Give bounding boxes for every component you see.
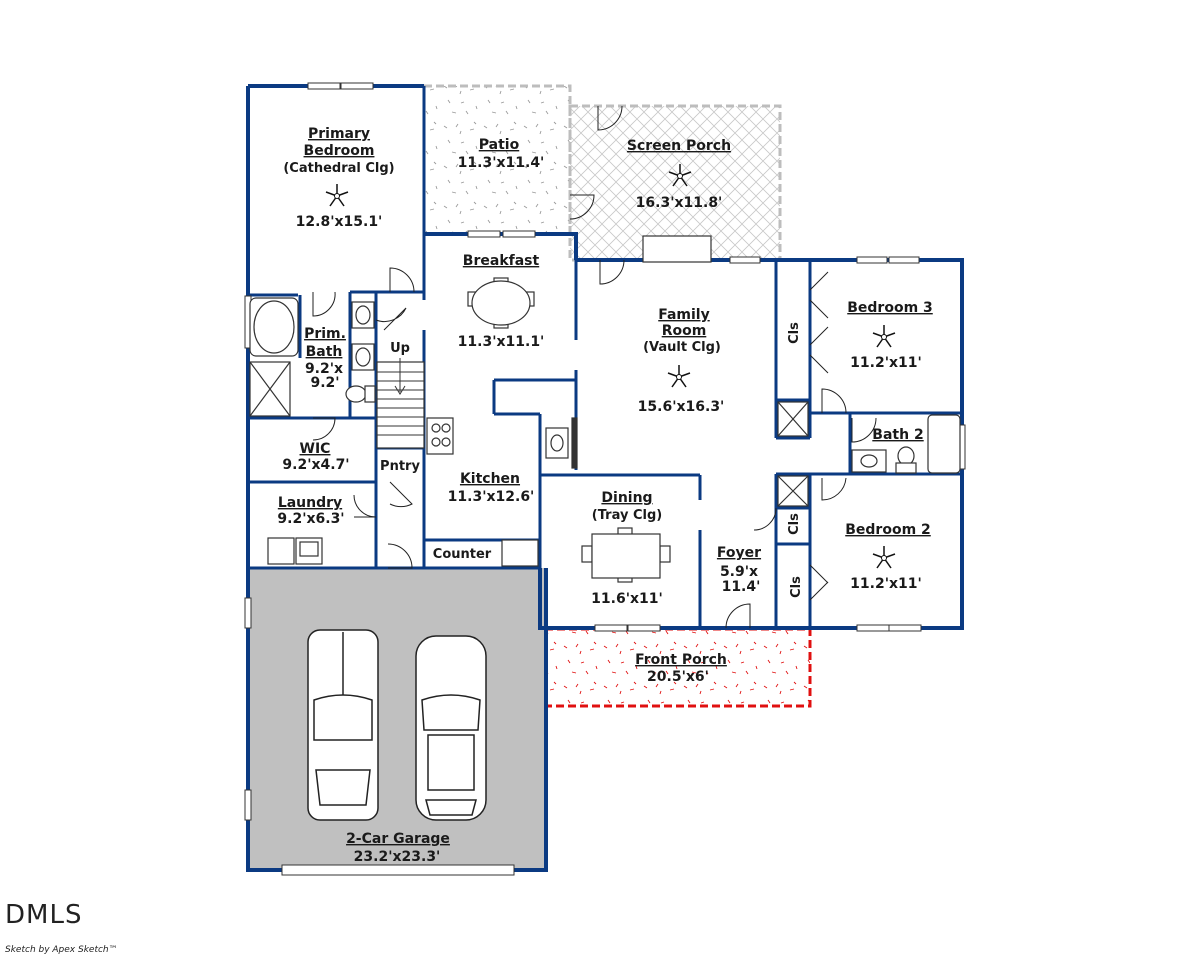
family-room-dim: 15.6'x16.3' [638,399,725,415]
garage-dim: 23.2'x23.3' [354,849,441,865]
dining-name: Dining [601,490,652,506]
fireplace [642,235,712,263]
laundry-name: Laundry [278,495,342,511]
breakfast-table [467,277,535,329]
foyer-dim1: 5.9'x [720,564,758,580]
stairs-label: Up [390,341,410,356]
windows [244,82,966,876]
primary-bedroom-dim: 12.8'x15.1' [296,214,383,230]
wic-dim: 9.2'x4.7' [282,457,349,473]
toilet-bath2 [897,446,915,466]
patio-dim: 11.3'x11.4' [458,155,545,171]
laundry-dim: 9.2'x6.3' [277,511,344,527]
screen-porch-name: Screen Porch [627,138,731,154]
washer [267,537,295,565]
prim-bath-dim2: 9.2' [310,375,339,391]
pantry-name: Pntry [380,459,420,474]
foyer-dim2: 11.4' [722,579,761,595]
primary-bedroom-name1: Primary [308,126,370,142]
prim-bath-name2: Bath [306,344,343,360]
front-porch-dim: 20.5'x6' [647,669,709,685]
kitchen-name: Kitchen [460,471,520,487]
garage-area [248,568,546,870]
front-porch-name: Front Porch [635,652,727,668]
garage-name: 2-Car Garage [346,831,450,847]
tub-bath2 [927,414,961,474]
stair-treads [377,358,424,436]
toilet-primary [345,385,367,403]
primary-bedroom-sub: (Cathedral Clg) [283,161,394,176]
kitchen-dim: 11.3'x12.6' [448,489,535,505]
bedroom2-dim: 11.2'x11' [850,576,922,592]
counter-label: Counter [433,547,492,562]
car-right [415,635,487,821]
dining-sub: (Tray Clg) [592,508,662,523]
car-left [307,629,379,821]
dmls-logo: DMLS [5,900,83,930]
bedroom2-name: Bedroom 2 [845,522,931,538]
prim-bath-dim1: 9.2'x [305,361,343,377]
prim-bath-name1: Prim. [304,326,346,342]
family-room-sub: (Vault Clg) [643,340,721,355]
patio-name: Patio [479,137,520,153]
doors [312,105,877,629]
dining-table [581,527,671,583]
wic-name: WIC [300,441,331,457]
fridge [501,539,539,567]
bedroom3-name: Bedroom 3 [847,300,933,316]
closet-label-bedroom2: Cls [789,576,804,598]
closet-label-foyer: Cls [787,513,802,535]
foyer-name: Foyer [717,545,761,561]
family-room-name1: Family [658,307,710,323]
bedroom3-dim: 11.2'x11' [850,355,922,371]
breakfast-name: Breakfast [463,253,540,269]
cooktop [426,417,454,455]
dining-dim: 11.6'x11' [591,591,663,607]
bath2-name: Bath 2 [872,427,923,443]
sketch-credit: Sketch by Apex Sketch™ [5,945,118,955]
closet-label-bedroom3: Cls [787,322,802,344]
breakfast-dim: 11.3'x11.1' [458,334,545,350]
family-room-name2: Room [662,323,707,339]
primary-bedroom-name2: Bedroom [304,143,375,159]
screen-porch-dim: 16.3'x11.8' [636,195,723,211]
